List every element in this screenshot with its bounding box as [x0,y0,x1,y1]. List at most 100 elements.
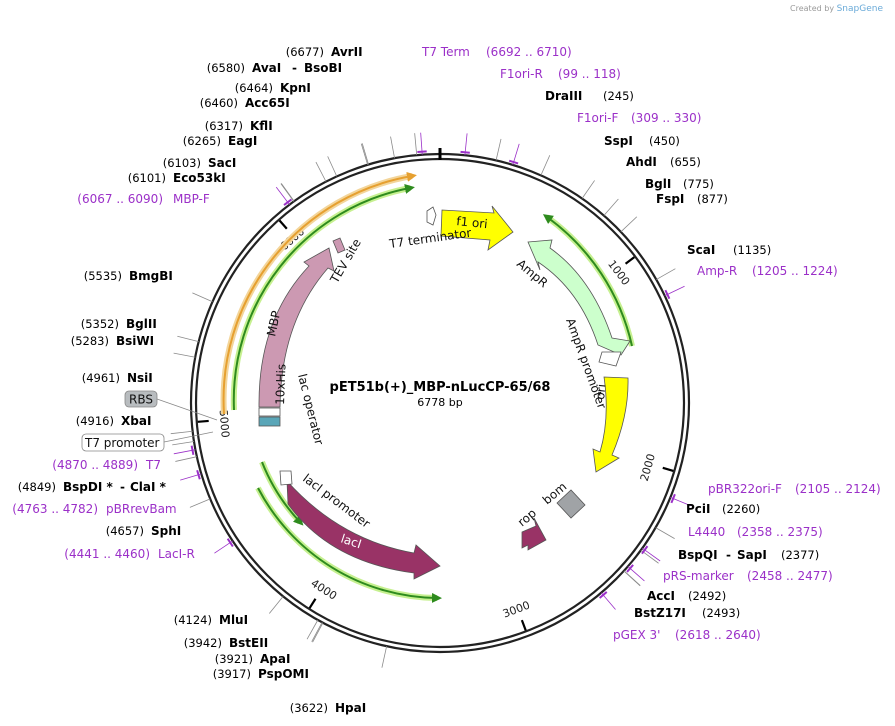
mbp-label: MBP [264,309,283,337]
enzyme-sapi-name: SapI [737,548,767,562]
tick-label: 5000 [217,409,232,438]
credit-prefix: Created by [790,4,835,13]
primer-site-mark-mbpf [283,198,293,206]
enzyme-avrii-name: AvrII [331,45,363,59]
primer-site-mark-t7term [417,150,427,154]
enzyme-site-line-kpni [361,143,369,165]
enzyme-fspi-position: (877) [697,192,728,206]
primer-t7term-range: (6692 .. 6710) [486,45,572,59]
enzyme-mlui-position: (4124) [174,613,212,627]
enzyme-site-line-nsii [170,430,193,435]
enzyme-mlui-name: MluI [219,613,248,627]
enzyme-bspqi-position: (2377) [781,548,819,562]
primer-lacir-range: (4441 .. 4460) [64,547,150,561]
enzyme-site-line-hpai [381,646,388,668]
primer-prsmarker-name: pRS-marker [663,569,734,583]
ori-label: ori [593,383,609,400]
enzyme-site-line-draiii [495,138,502,161]
tick-label: 4000 [309,577,340,603]
enzyme-bmgbi-name: BmgBI [129,269,173,283]
rbs-box: RBS [124,390,218,421]
enzyme-site-line-pcii [655,527,675,539]
enzyme-site-line-fspi [620,216,638,233]
leader-lines [170,132,691,668]
primer-ampr-name: Amp-R [697,264,737,278]
enzyme-eagi-name: EagI [228,134,257,148]
enzyme-ahdi-name: AhdI [626,155,657,169]
tick-mark [662,466,674,472]
orf-arrows [220,171,635,603]
enzyme-hpai-name: HpaI [335,701,366,715]
primer-f1orif-range: (309 .. 330) [631,111,701,125]
enzyme-site-line-sphi [189,498,211,508]
primer-t7-name: T7 [145,458,161,472]
enzyme-acc65i-name: Acc65I [245,96,290,110]
tick-mark [520,619,527,631]
enzyme-xbai-position: (4916) [76,414,114,428]
enzyme-pspomi-position: (3917) [213,667,251,681]
enzyme-saci-name: SacI [208,156,236,170]
ampr-orf-arrow [542,214,633,347]
enzyme-sphi-position: (4657) [106,524,144,538]
enzyme-eco53ki-name: Eco53kI [173,171,226,185]
primer-site-mark-pgex3 [598,591,608,599]
enzyme-scai-name: ScaI [687,243,715,257]
primer-site-mark-f1orir [460,150,470,154]
enzyme-labels: (6677) AvrII (6580) AvaI - BsoBI (6464) … [18,45,820,715]
enzyme-acci-name: AccI [647,589,675,603]
laci-promoter-feature [279,470,293,486]
primer-site-mark-pbr322orif [670,493,676,504]
enzyme-pcii-name: PciI [686,502,711,516]
enzyme-kfli-name: KflI [250,119,273,133]
enzyme-site-line-bsiwi [173,352,196,358]
enzyme-xbai-name: XbaI [121,414,151,428]
his-tag-feature [258,416,281,427]
enzyme-nsii-name: NsiI [127,371,153,385]
enzyme-site-line-kfli [327,156,338,177]
his-tag-label: 10xHis [273,364,288,405]
primer-site-mark-f1orif [508,159,519,165]
enzyme-site-line-bmgbi [192,292,213,303]
enzyme-acc65i-position: (6460) [200,96,238,110]
tev-site-label: TEV site [327,236,364,286]
enzyme-site-line-avai [390,136,395,159]
laci-label: lacI [339,532,363,552]
enzyme-site-line-mlui [269,596,284,614]
laci-feature [286,479,441,580]
lac-operator-label: lac operator [295,372,326,446]
primer-site-mark-prsmarker [626,564,634,573]
enzyme-apai-name: ApaI [260,652,290,666]
primer-labels: T7 Term (6692 .. 6710) F1ori-R (99 .. 11… [12,45,880,642]
laci-orf-arrow [257,487,442,603]
enzyme-bstz17i-position: (2493) [702,606,740,620]
primer-site-mark-lacir [226,538,234,548]
enzyme-apai-position: (3921) [215,652,253,666]
primer-pbrrevbam-name: pBRrevBam [106,502,177,516]
enzyme-site-line-eagi [315,161,327,182]
enzyme-bspqi-name: BspQI [678,548,718,562]
enzyme-draiii-name: DraIII [545,89,582,103]
primer-ampr-range: (1205 .. 1224) [752,264,838,278]
t7-promoter-box: T7 promoter [81,431,214,452]
primer-pbr322orif-range: (2105 .. 2124) [795,482,881,496]
enzyme-clai-name: ClaI * [130,480,167,494]
tick-mark [308,598,317,609]
primer-t7-range: (4870 .. 4889) [52,458,138,472]
tick-mark [624,256,636,265]
enzyme-eagi-position: (6265) [183,134,221,148]
t7-terminator-label: T7 terminator [387,226,472,252]
enzyme-site-line-bsteii [306,619,319,640]
plasmid-length: 6778 bp [417,396,462,409]
enzyme-sphi-name: SphI [151,524,181,538]
primer-t7term-name: T7 Term [421,45,470,59]
rop-feature [521,517,547,551]
enzyme-kpni-position: (6464) [235,81,273,95]
enzyme-pcii-position: (2260) [722,502,760,516]
enzyme-bgli-position: (775) [683,177,714,191]
enzyme-site-line-saci [280,183,295,202]
enzyme-bsiwi-position: (5283) [71,334,109,348]
enzyme-bsteii-name: BstEII [229,636,268,650]
lac-operator-feature [258,407,281,417]
primer-l4440-range: (2358 .. 2375) [737,525,823,539]
features [258,205,631,580]
